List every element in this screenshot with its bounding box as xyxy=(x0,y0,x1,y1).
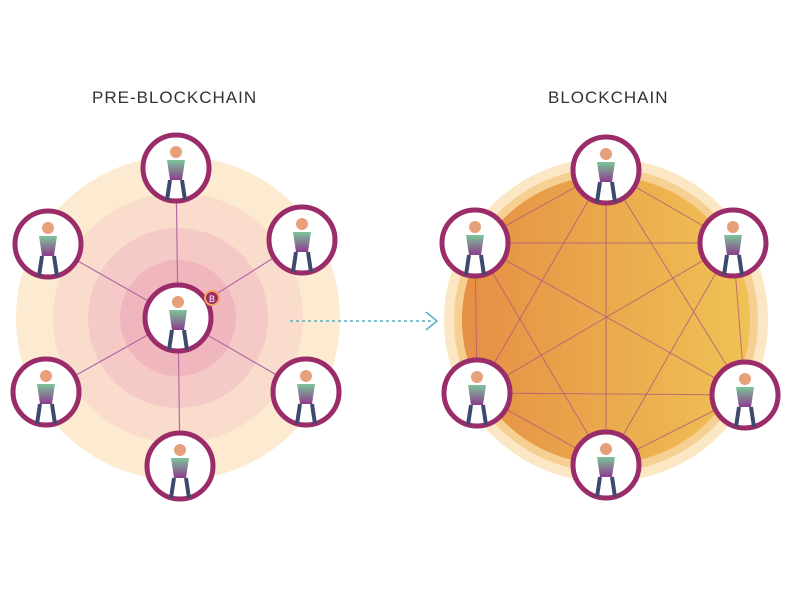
left-node: kneeling person xyxy=(10,356,82,428)
person-icon xyxy=(722,221,744,276)
person-icon xyxy=(291,218,313,273)
peer-link-line xyxy=(476,242,734,394)
peer-link-line xyxy=(605,169,746,396)
person-icon xyxy=(169,444,191,499)
person-icon xyxy=(167,296,189,351)
right-node: sitting person xyxy=(439,207,511,279)
right-node: dancing person xyxy=(441,357,513,429)
person-icon xyxy=(37,222,59,277)
coin-letter: B xyxy=(209,294,215,304)
peer-link-line xyxy=(474,242,746,396)
right-node: running person xyxy=(570,429,642,501)
person-icon xyxy=(464,221,486,276)
person-icon xyxy=(295,370,317,425)
right-node: lying person xyxy=(709,359,781,431)
right-node: sitting person xyxy=(570,134,642,206)
person-icon xyxy=(466,371,488,426)
peer-link-line xyxy=(605,242,734,466)
blockchain-title: BLOCKCHAIN xyxy=(548,88,669,107)
left-node: person in rocking chair xyxy=(144,430,216,502)
pre-blockchain-title: PRE-BLOCKCHAIN xyxy=(92,88,258,107)
peer-link-line xyxy=(476,392,746,396)
person-icon xyxy=(734,373,756,428)
left-node: kneeling person with plant xyxy=(270,356,342,428)
person-icon xyxy=(595,443,617,498)
left-node: person with briefcase xyxy=(12,208,84,280)
left-node: meditating person xyxy=(140,132,212,204)
person-icon xyxy=(165,146,187,201)
peer-link-line xyxy=(474,242,607,466)
peer-link-line xyxy=(476,169,607,394)
hub-coin-badge: B xyxy=(204,290,220,306)
left-node: standing person xyxy=(266,204,338,276)
right-node: person at desk xyxy=(697,207,769,279)
person-icon xyxy=(35,370,57,425)
hub-node: hub person xyxy=(142,282,214,354)
person-icon xyxy=(595,148,617,203)
arrow-head-icon xyxy=(425,311,439,331)
